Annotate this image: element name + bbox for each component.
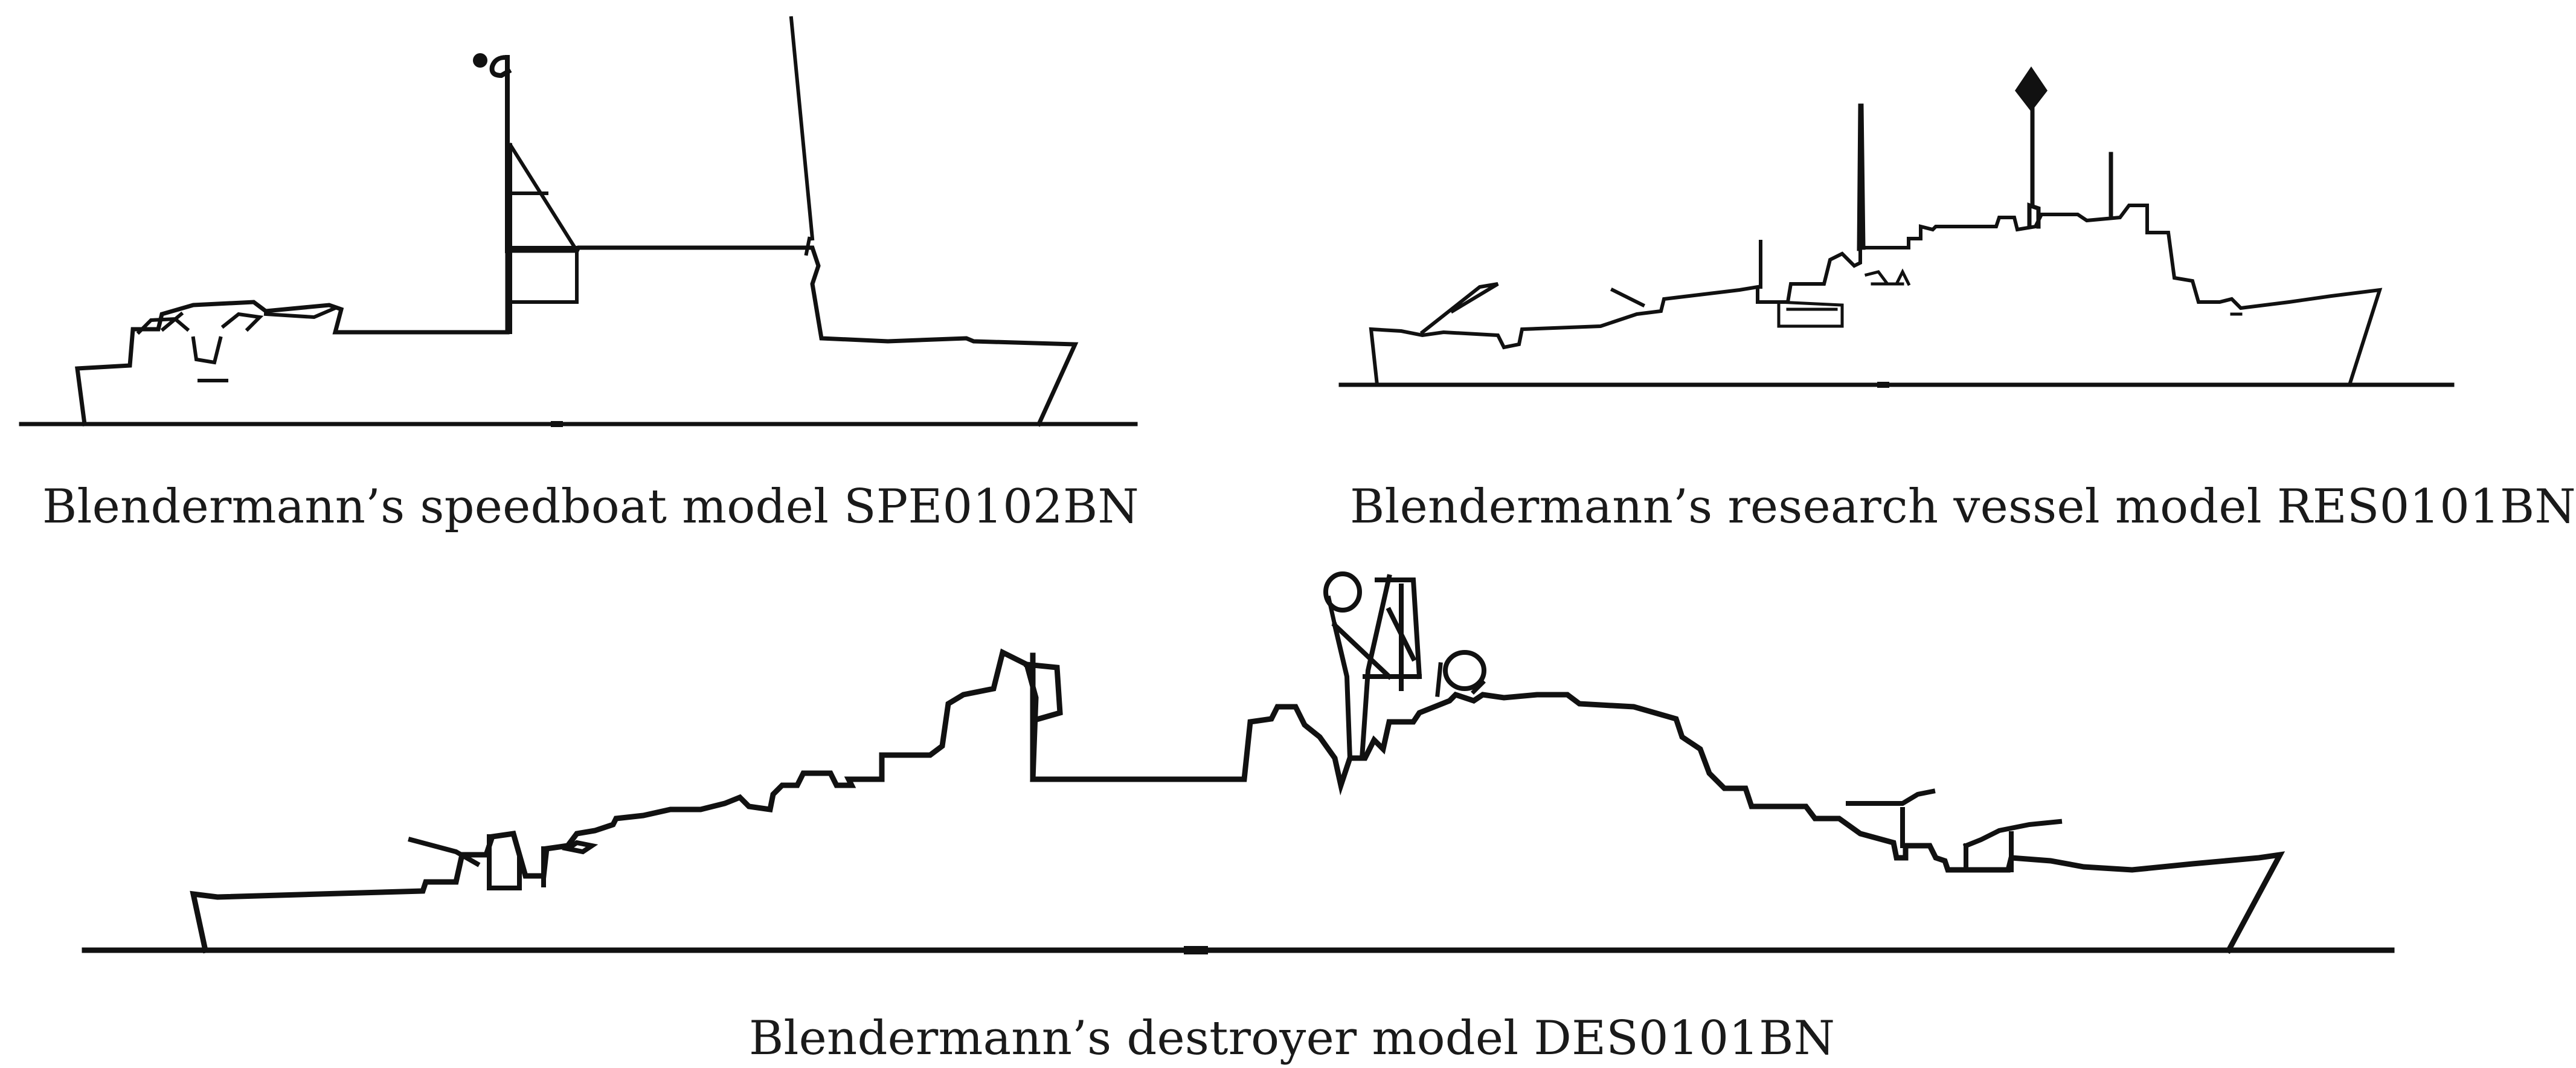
research-waterline-mark — [1877, 382, 1889, 388]
research-vessel-silhouette — [1338, 66, 2455, 388]
destroyer-caption: Blendermann’s destroyer model DES0101BN — [749, 1011, 1836, 1066]
research-fore-crane — [1419, 282, 1646, 335]
destroyer-hull — [190, 648, 2285, 954]
research-radar-dome — [2015, 66, 2048, 112]
destroyer-radar-supports — [1326, 595, 1486, 697]
ship-silhouette-figure: Blendermann’s speedboat model SPE0102BN … — [19, 16, 2576, 1066]
destroyer-aft-guns — [1846, 788, 2063, 872]
speedboat-silhouette — [19, 16, 1138, 427]
speedboat-antenna — [789, 16, 815, 256]
speedboat-mast-light — [473, 53, 487, 68]
destroyer-bridge-mast — [1024, 652, 1063, 782]
research-deck-details — [1777, 268, 2243, 328]
research-radar-mast — [2027, 106, 2041, 229]
speedboat-foremast — [489, 54, 512, 253]
research-vessel-caption: Blendermann’s research vessel model RES0… — [1350, 480, 2576, 534]
speedboat-waterline-mark — [551, 421, 563, 427]
destroyer-silhouette — [82, 571, 2395, 954]
destroyer-waterline-mark — [1184, 946, 1208, 954]
research-hull — [1369, 204, 2383, 387]
destroyer-aft-radar — [1443, 650, 1486, 691]
speedboat-wheelhouse — [136, 306, 338, 382]
speedboat-caption: Blendermann’s speedboat model SPE0102BN — [42, 480, 1139, 534]
speedboat-mast-bracing — [507, 142, 580, 334]
speedboat-hull — [75, 245, 1079, 427]
destroyer-mast-radar — [1323, 571, 1362, 613]
destroyer-fore-gun — [408, 834, 599, 890]
research-main-mast — [1857, 103, 1866, 251]
destroyer-main-mast — [1331, 574, 1422, 761]
